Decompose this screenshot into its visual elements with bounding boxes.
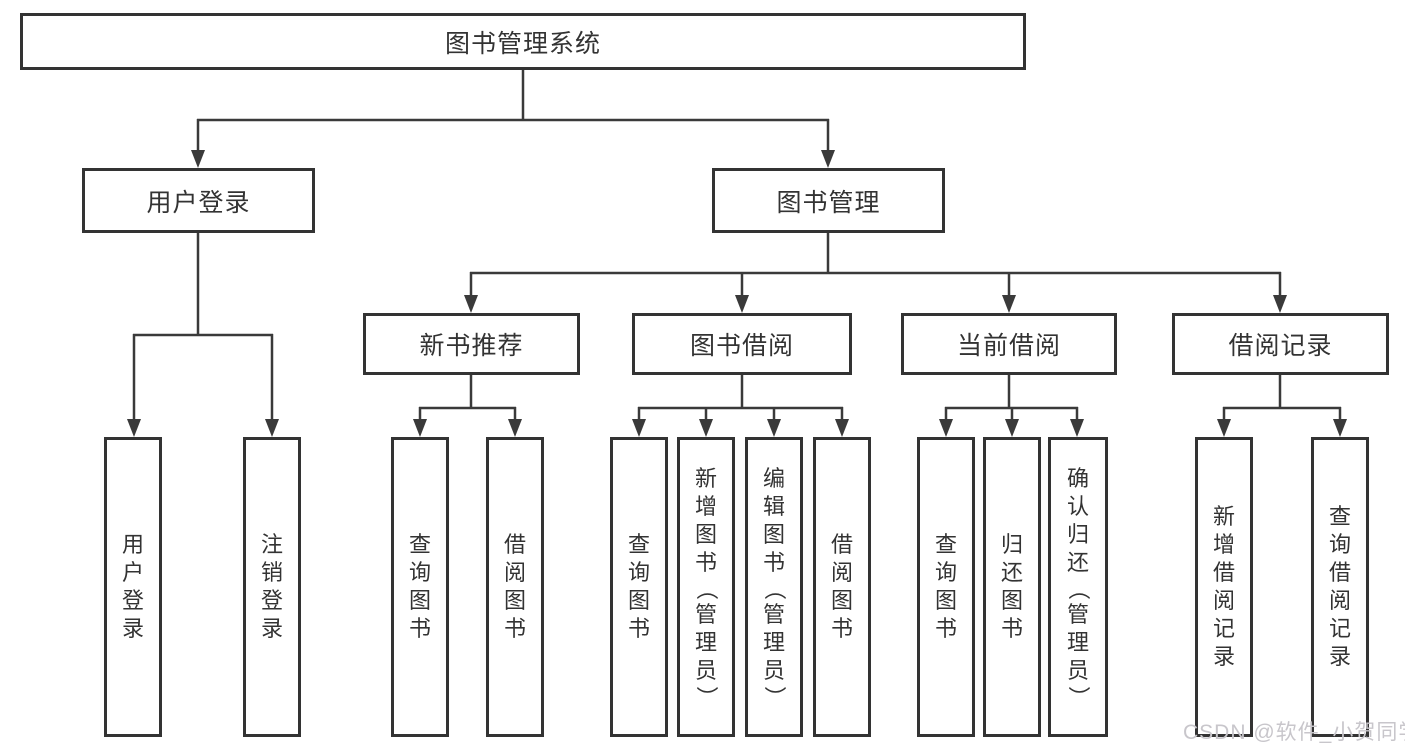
leaf-label: 编辑图书（管理员） [761, 466, 787, 709]
leaf-logout: 注销登录 [243, 437, 301, 737]
leaf-confirm-return-admin: 确认归还（管理员） [1048, 437, 1108, 737]
node-book-management: 图书管理 [712, 168, 945, 233]
leaf-label: 注销登录 [260, 532, 283, 641]
node-book-borrow: 图书借阅 [632, 313, 852, 375]
leaf-borrow-query-book: 查询图书 [610, 437, 668, 737]
node-borrow-record: 借阅记录 [1172, 313, 1389, 375]
leaf-label: 查询图书 [934, 532, 957, 641]
leaf-label: 借阅图书 [503, 532, 526, 641]
leaf-label: 归还图书 [1000, 532, 1023, 641]
leaf-label: 借阅图书 [830, 532, 853, 641]
leaf-recommend-borrow-book: 借阅图书 [486, 437, 544, 737]
leaf-query-borrow-record: 查询借阅记录 [1311, 437, 1369, 737]
leaf-label: 查询图书 [408, 532, 431, 641]
leaf-label: 新增借阅记录 [1212, 504, 1235, 669]
leaf-user-login: 用户登录 [104, 437, 162, 737]
leaf-edit-book-admin: 编辑图书（管理员） [745, 437, 803, 737]
node-user-login: 用户登录 [82, 168, 315, 233]
leaf-add-book-admin: 新增图书（管理员） [677, 437, 735, 737]
leaf-recommend-query-book: 查询图书 [391, 437, 449, 737]
leaf-label: 用户登录 [121, 532, 144, 641]
node-new-book-recommend: 新书推荐 [363, 313, 580, 375]
node-current-borrow: 当前借阅 [901, 313, 1117, 375]
node-root: 图书管理系统 [20, 13, 1026, 70]
leaf-label: 查询借阅记录 [1328, 504, 1351, 669]
leaf-label: 确认归还（管理员） [1065, 466, 1091, 709]
leaf-current-query-book: 查询图书 [917, 437, 975, 737]
arrowheads [127, 150, 1347, 437]
leaf-label: 新增图书（管理员） [693, 466, 719, 709]
leaf-label: 查询图书 [627, 532, 650, 641]
csdn-watermark: CSDN @软件_小贺同学 [1183, 721, 1405, 744]
leaf-add-borrow-record: 新增借阅记录 [1195, 437, 1253, 737]
leaf-borrow-book: 借阅图书 [813, 437, 871, 737]
leaf-return-book: 归还图书 [983, 437, 1041, 737]
